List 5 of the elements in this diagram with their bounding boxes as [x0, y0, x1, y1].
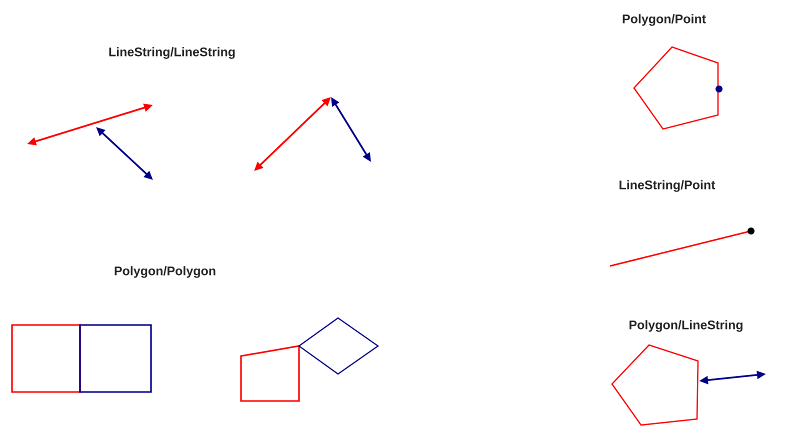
panel-title: LineString/LineString: [109, 47, 235, 59]
panel-title: Polygon/Point: [622, 14, 706, 26]
panel-title: Polygon/Polygon: [114, 266, 216, 278]
panel-title: LineString/Point: [620, 180, 716, 192]
panel-title: Polygon/LineString: [630, 320, 742, 332]
